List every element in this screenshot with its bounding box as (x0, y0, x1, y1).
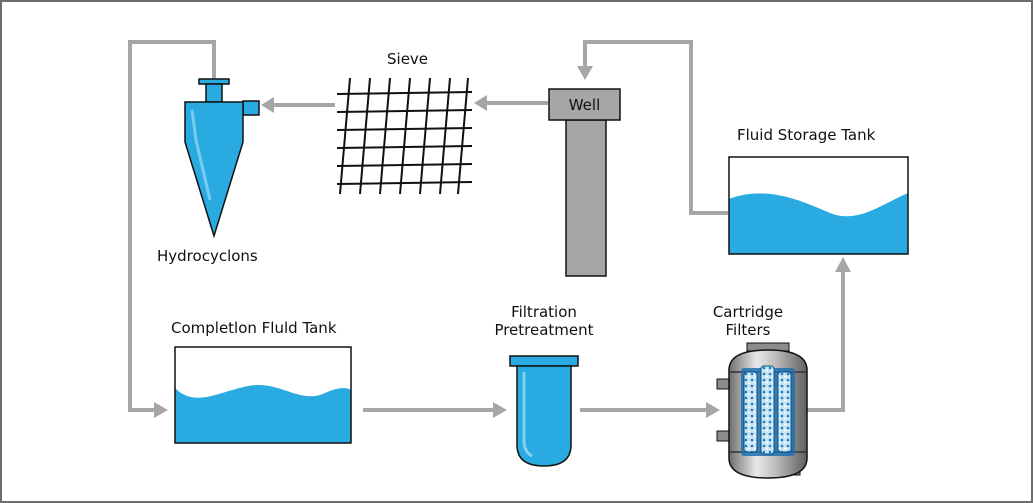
sieve-mesh (336, 77, 473, 195)
arrow-into-well (577, 66, 593, 80)
hydrocyclons-label: Hydrocyclons (157, 247, 258, 265)
arrow-into-sieve (474, 95, 487, 111)
fluid-storage-tank (728, 156, 909, 255)
arrow-into-cartridge (706, 402, 720, 418)
pipe-hydrocyclone-to-completion-tank (128, 40, 216, 412)
filtration-vessel (509, 355, 579, 467)
well-label: Well (568, 95, 601, 114)
arrow-into-filtration (493, 402, 507, 418)
sieve-label: Sieve (387, 50, 429, 68)
cartridge-filter-vessel (716, 342, 808, 479)
hydrocyclone (184, 78, 260, 239)
arrow-into-hydrocyclone (261, 97, 274, 113)
cartridge-label-line2: Filters (725, 321, 771, 339)
well (548, 88, 621, 277)
cartridge-label-line1: Cartridge (712, 303, 784, 321)
filtration-label-line2: Pretreatment (494, 321, 594, 339)
arrow-into-storage-tank (835, 257, 851, 272)
completion-fluid-tank-label: Completlon Fluld Tank (171, 319, 337, 337)
pipe-storage-tank-to-well (583, 40, 728, 215)
completion-fluid-tank (174, 346, 352, 444)
arrow-into-completion-tank (154, 402, 168, 418)
fluid-storage-tank-label: Fluid Storage Tank (737, 126, 876, 144)
filtration-label-line1: Filtration (511, 303, 577, 321)
